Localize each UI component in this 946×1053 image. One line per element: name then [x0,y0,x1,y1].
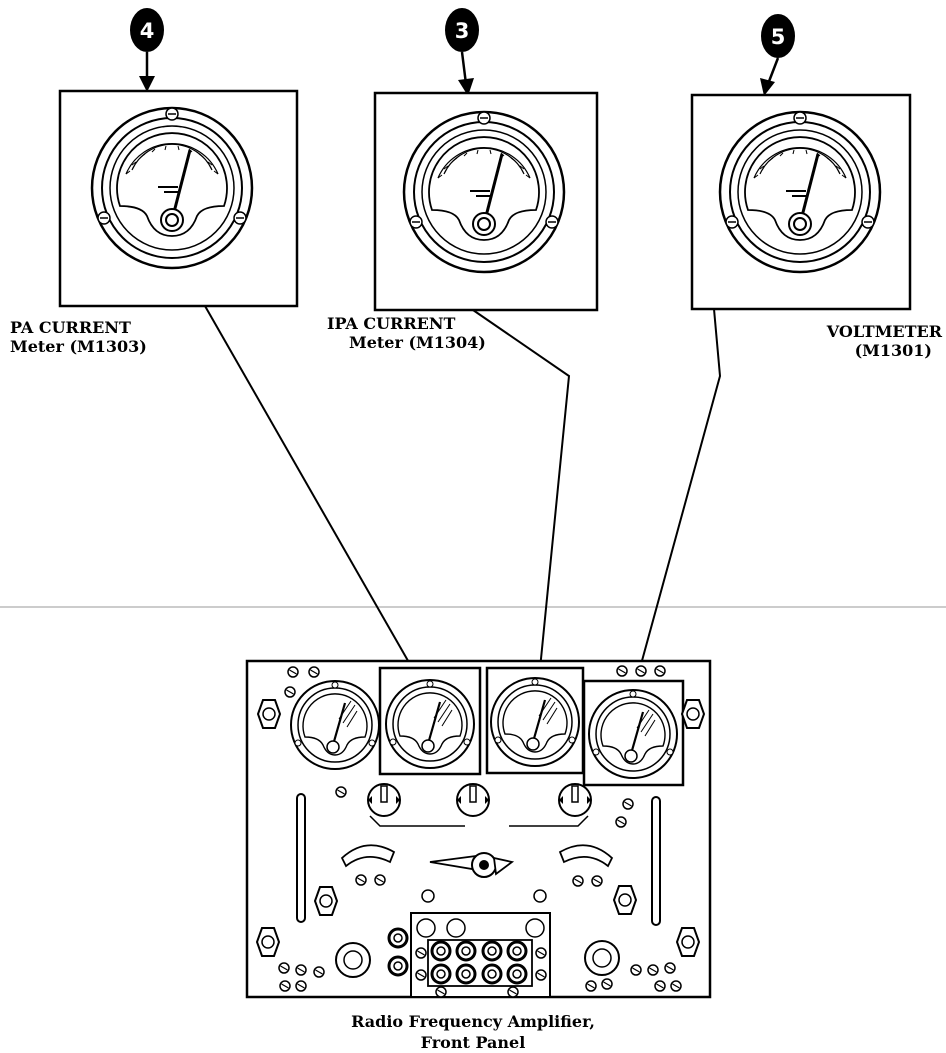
voltmeter-label: VOLTMETER (M1301) [827,322,942,360]
pa-current-label-line1: PA CURRENT [10,318,147,337]
ipa-current-label-line1: IPA CURRENT [327,314,486,333]
ipa-current-label: IPA CURRENT Meter (M1304) [327,314,486,352]
pa-current-meter-enlarged [60,91,297,306]
ipa-current-meter-enlarged [375,93,597,310]
caption-line1: Radio Frequency Amplifier, [0,1011,946,1032]
callout-3-number: 3 [455,19,470,43]
pa-current-label-line2: Meter (M1303) [10,337,147,356]
front-panel [247,661,710,997]
callout-3: 3 [445,8,479,96]
voltmeter-label-line1: VOLTMETER [827,322,942,341]
pa-current-label: PA CURRENT Meter (M1303) [10,318,147,356]
callout-5-number: 5 [771,25,786,49]
caption-line2: Front Panel [0,1032,946,1053]
callout-5: 5 [760,14,795,96]
callout-4: 4 [130,8,164,92]
callout-4-number: 4 [140,19,155,43]
figure-caption: Radio Frequency Amplifier, Front Panel [0,1011,946,1053]
leader-lines [205,306,720,680]
voltmeter-enlarged [692,95,910,309]
voltmeter-label-line2: (M1301) [827,341,942,360]
ipa-current-label-line2: Meter (M1304) [327,333,486,352]
